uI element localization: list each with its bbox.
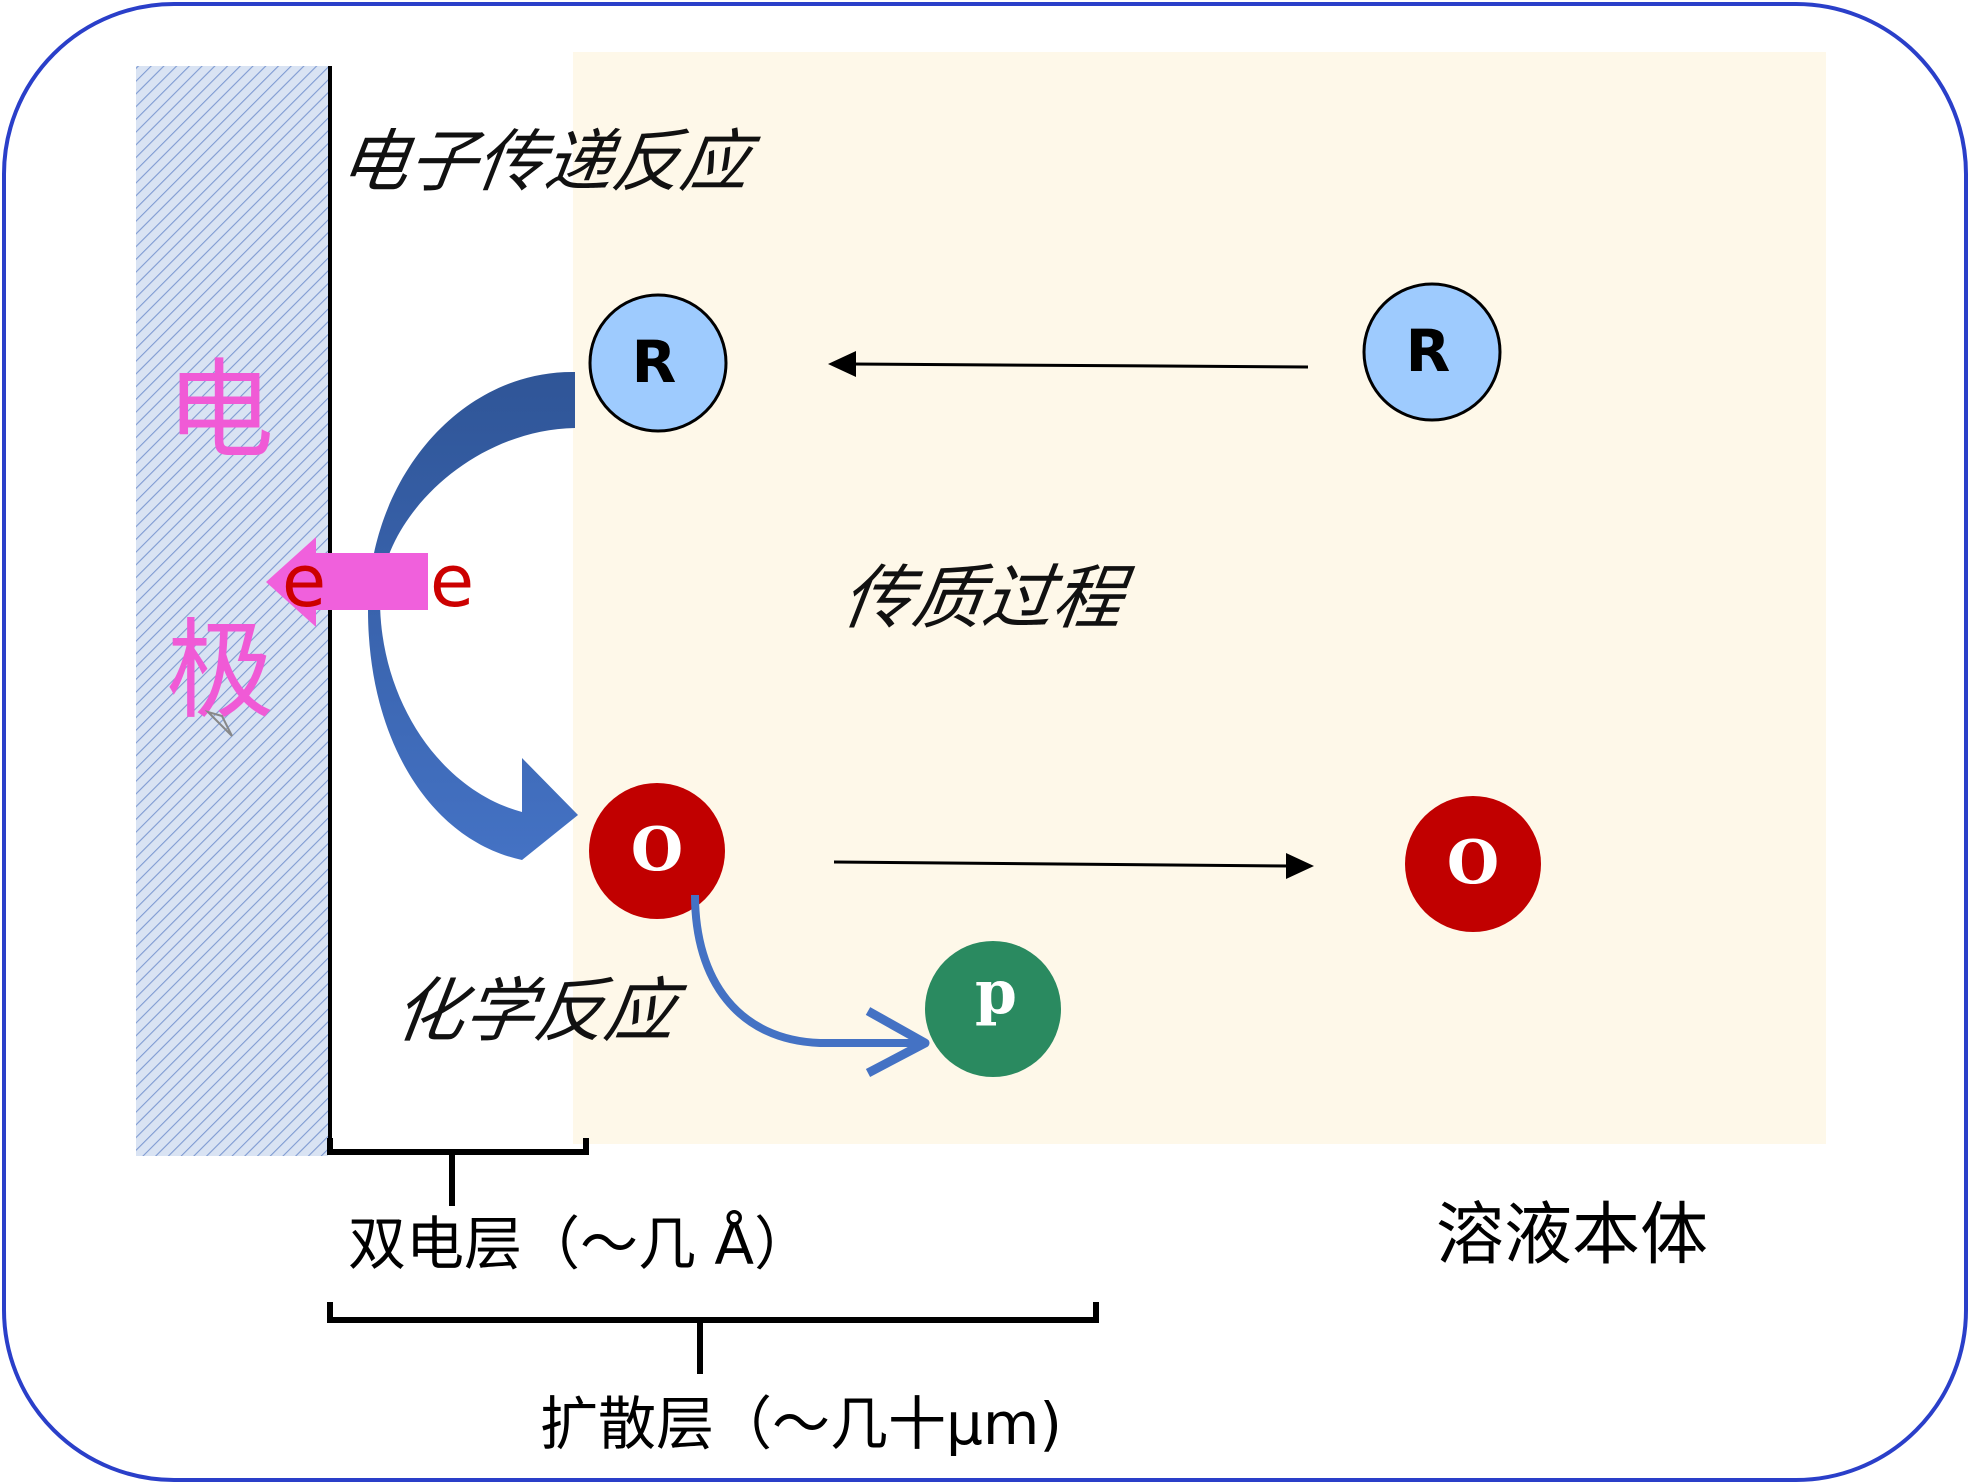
- species-o-bulk-label: O: [1447, 828, 1499, 898]
- chemical-reaction-arrow: [691, 894, 922, 1047]
- mass-transfer-arrow-o-head: [1286, 853, 1314, 879]
- species-p: [925, 941, 1061, 1077]
- bulk-solution-label: 溶液本体: [1436, 1196, 1708, 1275]
- electrode-label-char1: 电: [166, 349, 274, 474]
- species-p-label: p: [975, 958, 1017, 1028]
- species-r-bulk-label: R: [1406, 317, 1451, 385]
- diffusion-layer-bracket: [327, 1302, 1099, 1374]
- mass-transfer-arrow-r: [849, 362, 1309, 369]
- electron-transfer-label: 电子传递反应: [336, 123, 764, 202]
- species-o-near-label: O: [631, 815, 683, 885]
- double-layer-label: 双电层（～几 Å）: [348, 1209, 812, 1278]
- species-o-near-electrode: [589, 783, 725, 919]
- electron-label-right: e: [430, 539, 474, 623]
- mass-transfer-arrow-o: [833, 860, 1291, 868]
- double-layer-bracket: [327, 1138, 589, 1206]
- electron-arrow: [266, 537, 428, 627]
- electron-transfer-curved-arrow: [368, 371, 578, 860]
- species-r-bulk: [1362, 282, 1502, 422]
- electrode-region: [136, 66, 328, 1156]
- species-r-near-label: R: [632, 328, 677, 396]
- species-o-bulk: [1405, 796, 1541, 932]
- solution-region: [573, 52, 1826, 1144]
- mass-transfer-label: 传质过程: [838, 557, 1137, 639]
- chemical-reaction-arrow-head: [865, 1007, 930, 1077]
- diffusion-layer-label: 扩散层（～几十μm): [540, 1390, 1062, 1458]
- small-triangle-mark: [204, 709, 233, 737]
- electrode-label-char2: 极: [166, 609, 274, 734]
- chemical-reaction-label: 化学反应: [390, 970, 690, 1052]
- species-r-near-electrode: [588, 293, 728, 433]
- electron-label-left: e: [282, 539, 326, 623]
- mass-transfer-arrow-r-head: [828, 351, 856, 377]
